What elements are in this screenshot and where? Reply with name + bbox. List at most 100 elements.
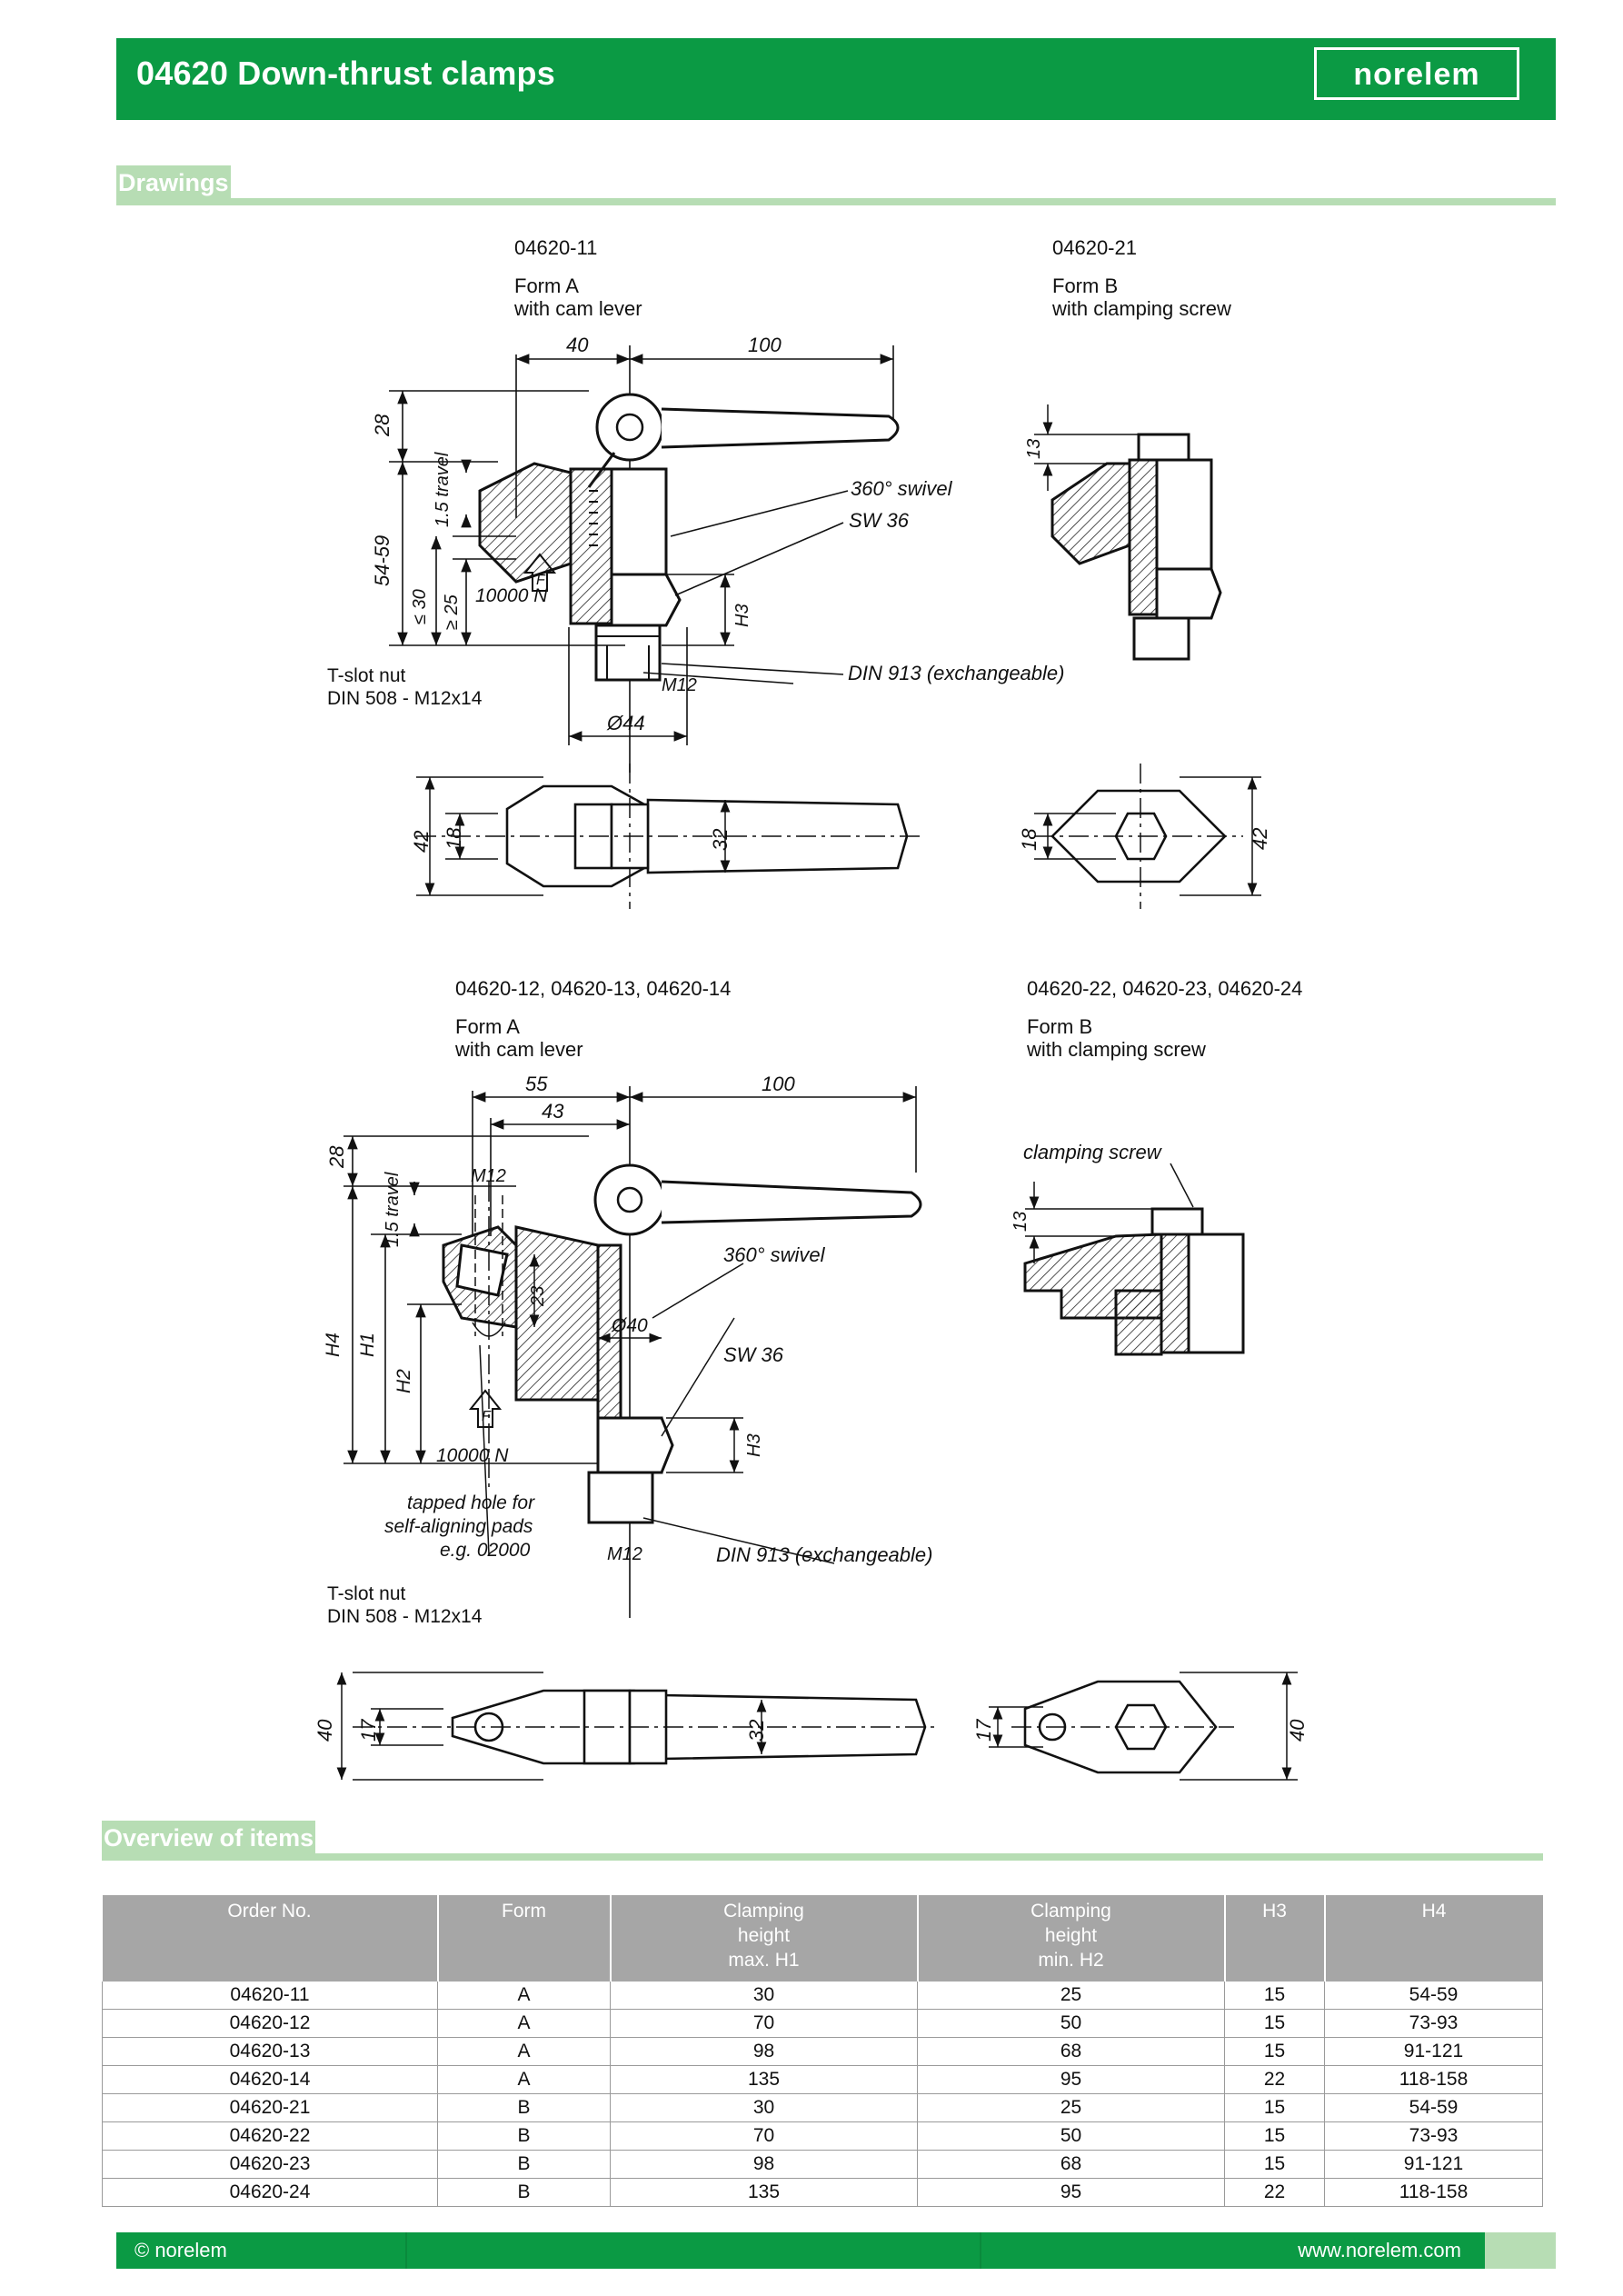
label-17-b: 17 xyxy=(972,1719,995,1742)
label-m12-3: M12 xyxy=(607,1544,642,1564)
col-header-h3: H3 xyxy=(1224,1895,1326,1982)
page-footer: © norelem www.norelem.com xyxy=(116,2232,1556,2269)
label-force-2: 10000 N xyxy=(436,1445,509,1466)
label-42-b: 42 xyxy=(1249,828,1271,850)
label-13-a: 13 xyxy=(1024,439,1044,459)
table-cell: 04620-21 xyxy=(102,2093,438,2122)
table-cell: 04620-13 xyxy=(102,2037,438,2066)
table-cell: B xyxy=(437,2150,611,2179)
table-cell: 95 xyxy=(917,2065,1225,2094)
label-32-b: 32 xyxy=(745,1720,768,1742)
table-cell: A xyxy=(437,2037,611,2066)
table-cell: 91-121 xyxy=(1324,2037,1543,2066)
label-tslot-1a: T-slot nut xyxy=(327,665,406,686)
drawing-desc-bottom-left: with cam lever xyxy=(454,1038,583,1061)
table-cell: 68 xyxy=(917,2150,1225,2179)
label-40-top: 40 xyxy=(566,334,589,356)
label-43: 43 xyxy=(542,1100,564,1123)
label-tslot-1b: DIN 508 - M12x14 xyxy=(327,688,483,709)
label-100-top: 100 xyxy=(748,334,782,356)
label-28: 28 xyxy=(371,414,393,437)
label-sw36-2: SW 36 xyxy=(723,1343,784,1366)
table-cell: A xyxy=(437,2065,611,2094)
label-din913-1: DIN 913 (exchangeable) xyxy=(848,662,1064,684)
table-cell: B xyxy=(437,2093,611,2122)
label-travel-1: 1.5 travel xyxy=(433,452,453,527)
label-55: 55 xyxy=(525,1073,548,1095)
section-title-drawings: Drawings xyxy=(116,165,231,198)
label-18-a: 18 xyxy=(443,827,465,850)
section-title-overview: Overview of items xyxy=(102,1821,316,1853)
label-h2: H2 xyxy=(393,1369,414,1393)
table-cell: B xyxy=(437,2121,611,2151)
drawing-form-top-right: Form B xyxy=(1052,275,1118,297)
table-cell: 50 xyxy=(917,2121,1225,2151)
page-header: 04620 Down-thrust clamps norelem xyxy=(116,38,1556,120)
table-cell: 73-93 xyxy=(1324,2009,1543,2038)
table-cell: A xyxy=(437,2009,611,2038)
label-ge25: ≥ 25 xyxy=(442,594,462,630)
label-din913-2: DIN 913 (exchangeable) xyxy=(716,1543,932,1566)
table-cell: 54-59 xyxy=(1324,1982,1543,2010)
table-cell: 30 xyxy=(610,1982,918,2010)
table-cell: 04620-22 xyxy=(102,2121,438,2151)
label-fmark-1: F xyxy=(536,573,546,588)
label-32-a: 32 xyxy=(709,829,732,851)
table-cell: B xyxy=(437,2178,611,2207)
label-tapped-1: tapped hole for xyxy=(407,1492,535,1513)
label-clamping-screw: clamping screw xyxy=(1023,1141,1163,1163)
table-cell: 98 xyxy=(610,2037,918,2066)
footer-copyright: © norelem xyxy=(134,2239,227,2261)
table-cell: 98 xyxy=(610,2150,918,2179)
label-swivel-2: 360° swivel xyxy=(723,1243,826,1266)
drawing-form-bottom-left: Form A xyxy=(455,1015,520,1038)
table-cell: 15 xyxy=(1224,2150,1325,2179)
table-cell: 15 xyxy=(1224,2093,1325,2122)
drawing-code-top-right: 04620-21 xyxy=(1052,236,1137,259)
table-cell: 15 xyxy=(1224,2121,1325,2151)
col-header-form: Form xyxy=(437,1895,612,1982)
label-28-b: 28 xyxy=(325,1145,348,1169)
label-42-a: 42 xyxy=(410,831,433,853)
label-travel-2: 1.5 travel xyxy=(383,1172,403,1247)
label-tapped-2: self-aligning pads xyxy=(384,1516,533,1537)
footer-end-block xyxy=(1485,2232,1556,2269)
drawing-form-bottom-right: Form B xyxy=(1027,1015,1092,1038)
page-title: 04620 Down-thrust clamps xyxy=(136,55,555,92)
label-40-c: 40 xyxy=(1286,1719,1309,1742)
label-swivel-1: 360° swivel xyxy=(851,477,953,500)
drawing-code-top-left: 04620-11 xyxy=(514,236,597,259)
table-cell: 50 xyxy=(917,2009,1225,2038)
table-cell: 22 xyxy=(1224,2178,1325,2207)
table-cell: 15 xyxy=(1224,2037,1325,2066)
drawing-code-bottom-left: 04620-12, 04620-13, 04620-14 xyxy=(455,977,731,1000)
table-cell: 15 xyxy=(1224,1982,1325,2010)
label-23: 23 xyxy=(528,1286,548,1307)
label-m12-1: M12 xyxy=(662,675,697,695)
label-40-b: 40 xyxy=(314,1719,336,1742)
section-divider-overview xyxy=(102,1853,1543,1861)
table-cell: 135 xyxy=(610,2178,918,2207)
label-13-b: 13 xyxy=(1011,1212,1031,1232)
label-h1: H1 xyxy=(357,1333,378,1357)
table-cell: 15 xyxy=(1224,2009,1325,2038)
footer-website-link[interactable]: www.norelem.com xyxy=(1298,2239,1461,2261)
table-cell: 70 xyxy=(610,2009,918,2038)
table-cell: 118-158 xyxy=(1324,2178,1543,2207)
label-m12-2: M12 xyxy=(471,1166,506,1186)
label-h3-1: H3 xyxy=(732,604,752,627)
table-cell: 25 xyxy=(917,1982,1225,2010)
table-cell: 04620-24 xyxy=(102,2178,438,2207)
table-cell: 118-158 xyxy=(1324,2065,1543,2094)
label-sw36-1: SW 36 xyxy=(849,509,910,532)
table-cell: 68 xyxy=(917,2037,1225,2066)
label-5459: 54-59 xyxy=(371,535,393,586)
